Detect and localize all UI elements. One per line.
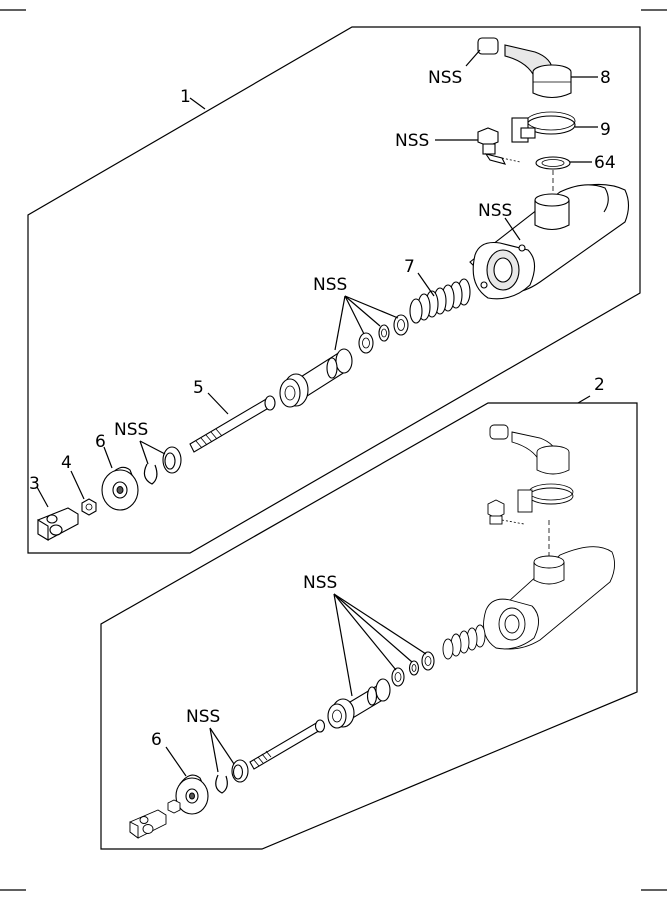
assembly-2-nut (167, 799, 181, 814)
return-spring-7 (409, 278, 471, 324)
assembly-2-spring (442, 624, 486, 660)
assembly-2-snap-ring (215, 759, 249, 794)
hose-clamp-9 (511, 111, 576, 143)
assembly-2-clevis (129, 809, 167, 839)
callout-nss-snapring-2: NSS (186, 707, 220, 727)
assembly-2-bleeder (487, 499, 525, 525)
piston (279, 348, 353, 408)
assembly-2-piston (327, 678, 391, 729)
callout-5: 5 (193, 378, 204, 398)
dust-boot-6 (101, 466, 139, 511)
callout-64: 64 (594, 153, 616, 173)
reservoir-hose-8 (477, 37, 572, 99)
callout-nss-body: NSS (478, 201, 512, 221)
assembly-1-frame (27, 26, 641, 554)
assembly-2-frame (100, 402, 638, 850)
callout-1: 1 (180, 87, 191, 107)
snap-ring-and-washer (143, 446, 182, 485)
callout-2: 2 (594, 375, 605, 395)
assembly-2-boot (175, 774, 209, 815)
callout-9: 9 (600, 120, 611, 140)
bleeder-screw (477, 127, 521, 165)
cylinder-body (469, 183, 630, 300)
callout-3: 3 (29, 474, 40, 494)
callout-4: 4 (61, 453, 72, 473)
callout-nss-seals-2: NSS (303, 573, 337, 593)
callout-8: 8 (600, 68, 611, 88)
clevis-3 (37, 507, 79, 541)
callout-nss-bleeder: NSS (395, 131, 429, 151)
assembly-2-push-rod (249, 719, 326, 770)
lock-nut-4 (81, 498, 97, 516)
assembly-2-body (483, 546, 615, 650)
crop-marks (0, 9, 667, 891)
assembly-2-clamp (517, 483, 574, 513)
callout-nss-hose: NSS (428, 68, 462, 88)
o-ring-64 (535, 156, 571, 170)
assembly-2-hose (489, 424, 570, 475)
assembly-2-seals (391, 651, 435, 687)
callout-nss-snapring: NSS (114, 420, 148, 440)
callout-6-lower: 6 (151, 730, 162, 750)
piston-seals (358, 314, 409, 354)
callout-7: 7 (404, 257, 415, 277)
push-rod-5 (189, 395, 276, 453)
callout-nss-seals: NSS (313, 275, 347, 295)
callout-6: 6 (95, 432, 106, 452)
